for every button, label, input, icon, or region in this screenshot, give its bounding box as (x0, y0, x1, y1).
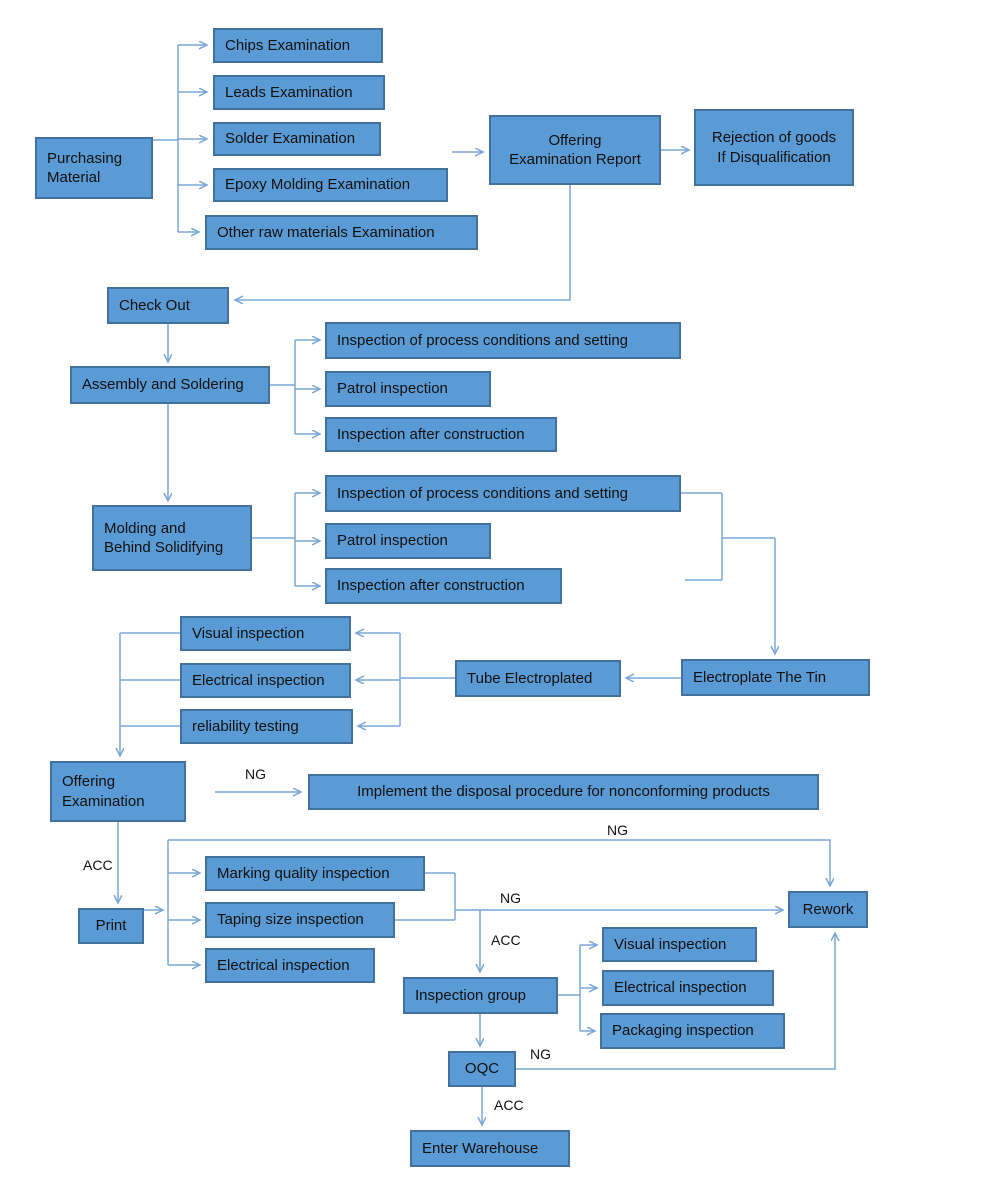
flow-molding-branches (252, 493, 320, 586)
node-rework: Rework (788, 891, 868, 928)
node-purchasing-material: Purchasing Material (35, 137, 153, 199)
node-inspection-after-construction-2: Inspection after construction (325, 568, 562, 604)
node-offering-examination-report: Offering Examination Report (489, 115, 661, 185)
node-label-line: Molding and (104, 519, 186, 537)
node-electrical-inspection-2: Electrical inspection (205, 948, 375, 983)
flow-label-ng-disposal: NG (245, 766, 266, 782)
flow-label-acc-inspection-group: ACC (491, 932, 521, 948)
node-inspection-process-conditions-1: Inspection of process conditions and set… (325, 322, 681, 359)
node-label-line: Offering (548, 131, 602, 149)
node-label-line: Behind Solidifying (104, 539, 224, 556)
node-rejection-of-goods: Rejection of goods If Disqualification (694, 109, 854, 186)
node-other-raw-materials-examination: Other raw materials Examination (205, 215, 478, 250)
node-patrol-inspection-2: Patrol inspection (325, 523, 491, 559)
flow-label-acc-print: ACC (83, 857, 113, 873)
node-label-line: Examination Report (509, 151, 641, 168)
node-label-line: If Disqualification (717, 148, 831, 166)
node-oqc: OQC (448, 1051, 516, 1087)
flow-tests-to-offering-examination (120, 632, 180, 756)
node-label-line: Material (47, 169, 101, 186)
flow-assembly-branches (270, 340, 320, 434)
node-label: Molding and Behind Solidifying (104, 519, 223, 558)
node-electroplate-the-tin: Electroplate The Tin (681, 659, 870, 696)
node-visual-inspection-2: Visual inspection (602, 927, 757, 962)
node-label-line: Purchasing (47, 149, 123, 167)
node-epoxy-molding-examination: Epoxy Molding Examination (213, 168, 448, 202)
flow-to-electroplate (681, 492, 775, 654)
flow-label-ng-top-rework: NG (607, 822, 628, 838)
node-electrical-inspection-1: Electrical inspection (180, 663, 351, 698)
flow-print-branches (144, 840, 200, 965)
flow-label-ng-oqc-rework: NG (530, 1046, 551, 1062)
node-label: Offering Examination (62, 772, 145, 811)
node-label-line: Examination (62, 792, 145, 810)
node-tube-electroplated: Tube Electroplated (455, 660, 621, 697)
flow-label-ng-mid-rework: NG (500, 890, 521, 906)
node-taping-size-inspection: Taping size inspection (205, 902, 395, 938)
node-electrical-inspection-3: Electrical inspection (602, 970, 774, 1006)
node-marking-quality-inspection: Marking quality inspection (205, 856, 425, 891)
node-assembly-and-soldering: Assembly and Soldering (70, 366, 270, 404)
flow-tube-to-tests (356, 633, 455, 726)
node-solder-examination: Solder Examination (213, 122, 381, 156)
node-molding-and-behind-solidifying: Molding and Behind Solidifying (92, 505, 252, 571)
node-print: Print (78, 908, 144, 944)
node-label: Purchasing Material (47, 149, 122, 188)
node-packaging-inspection: Packaging inspection (600, 1013, 785, 1049)
node-label-line: Rejection of goods (711, 129, 837, 146)
flow-label-acc-warehouse: ACC (494, 1097, 524, 1113)
node-chips-examination: Chips Examination (213, 28, 383, 63)
node-inspection-group: Inspection group (403, 977, 558, 1014)
node-inspection-after-construction-1: Inspection after construction (325, 417, 557, 452)
node-leads-examination: Leads Examination (213, 75, 385, 110)
node-inspection-process-conditions-2: Inspection of process conditions and set… (325, 475, 681, 512)
node-label-line: Offering (62, 773, 116, 790)
node-offering-examination: Offering Examination (50, 761, 186, 822)
flow-purchasing-to-examinations (153, 45, 207, 232)
node-patrol-inspection-1: Patrol inspection (325, 371, 491, 407)
node-enter-warehouse: Enter Warehouse (410, 1130, 570, 1167)
node-label: Offering Examination Report (509, 131, 641, 170)
node-reliability-testing: reliability testing (180, 709, 353, 744)
node-visual-inspection-1: Visual inspection (180, 616, 351, 651)
node-implement-disposal-procedure: Implement the disposal procedure for non… (308, 774, 819, 810)
node-label: Rejection of goods If Disqualification (712, 128, 836, 167)
node-check-out: Check Out (107, 287, 229, 324)
flow-inspection-group-branches (558, 945, 597, 1031)
